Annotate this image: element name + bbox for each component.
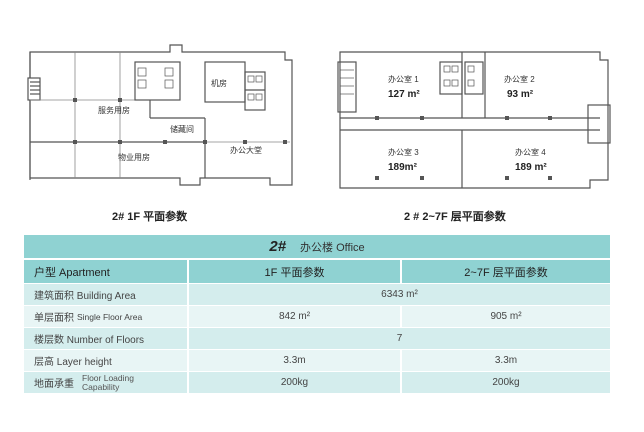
table-header-row: 户型 Apartment 1F 平面参数 2~7F 层平面参数 (24, 260, 610, 283)
floor-plan-drawings: 服务用房 机房 储藏间 物业用房 办公大堂 (27, 44, 611, 189)
header-label: 户型 Apartment (24, 260, 187, 283)
row-label: 建筑面积 Building Area (24, 284, 187, 305)
row-value: 6343 m² (189, 284, 610, 305)
office-2-area: 93 m² (507, 89, 534, 100)
row-label-cn: 单层面积 (34, 313, 74, 324)
table-row-floor-loading: 地面承重 Floor Loading Capability 200kg 200k… (24, 372, 610, 393)
row-label: 层高 Layer height (24, 350, 187, 371)
floor-plan-1f (27, 44, 293, 186)
row-value: 7 (189, 328, 610, 349)
floor-plans: 服务用房 机房 储藏间 物业用房 办公大堂 (27, 44, 611, 223)
row-label: 楼层数 Number of Floors (24, 328, 187, 349)
office-2-name: 办公室 2 (504, 74, 535, 84)
header-col1: 1F 平面参数 (189, 260, 400, 283)
office-3-area: 189m² (388, 162, 418, 173)
row-label-en: Single Floor Area (77, 311, 143, 322)
building-number: 2# (269, 238, 287, 255)
room-storage: 储藏间 (170, 124, 194, 134)
header-col2: 2~7F 层平面参数 (402, 260, 610, 283)
office-4-name: 办公室 4 (515, 147, 546, 157)
table-row-floors: 楼层数 Number of Floors 7 (24, 328, 610, 349)
row-value-col2: 905 m² (402, 306, 610, 327)
row-label-en: Floor Loading Capability (82, 372, 134, 392)
row-value-col1: 3.3m (189, 350, 400, 371)
office-1-area: 127 m² (388, 89, 420, 100)
floor-plan-2-7f (337, 51, 611, 189)
room-lobby: 办公大堂 (230, 145, 262, 155)
caption-2-7f: 2 # 2~7F 层平面参数 (404, 211, 506, 223)
table-title-row: 2# 办公楼 Office (24, 235, 610, 258)
row-value-col2: 3.3m (402, 350, 610, 371)
table-row-layer-height: 层高 Layer height 3.3m 3.3m (24, 350, 610, 371)
room-machine: 机房 (211, 78, 227, 88)
table-row-building-area: 建筑面积 Building Area 6343 m² (24, 284, 610, 305)
row-value-col2: 200kg (402, 372, 610, 393)
row-label-cn: 地面承重 (34, 379, 74, 390)
room-service: 服务用房 (98, 105, 130, 115)
building-name: 办公楼 Office (300, 241, 365, 254)
caption-1f: 2# 1F 平面参数 (112, 211, 188, 223)
office-1-name: 办公室 1 (388, 74, 419, 84)
row-value-col1: 200kg (189, 372, 400, 393)
row-value-col1: 842 m² (189, 306, 400, 327)
room-property: 物业用房 (118, 152, 150, 162)
table-row-floor-area: 单层面积 Single Floor Area 842 m² 905 m² (24, 306, 610, 327)
row-label: 单层面积 Single Floor Area (24, 306, 187, 327)
spec-table: 2# 办公楼 Office 户型 Apartment 1F 平面参数 2~7F … (24, 235, 610, 394)
office-4-area: 189 m² (515, 162, 547, 173)
office-3-name: 办公室 3 (388, 147, 419, 157)
row-label: 地面承重 Floor Loading Capability (24, 372, 187, 393)
